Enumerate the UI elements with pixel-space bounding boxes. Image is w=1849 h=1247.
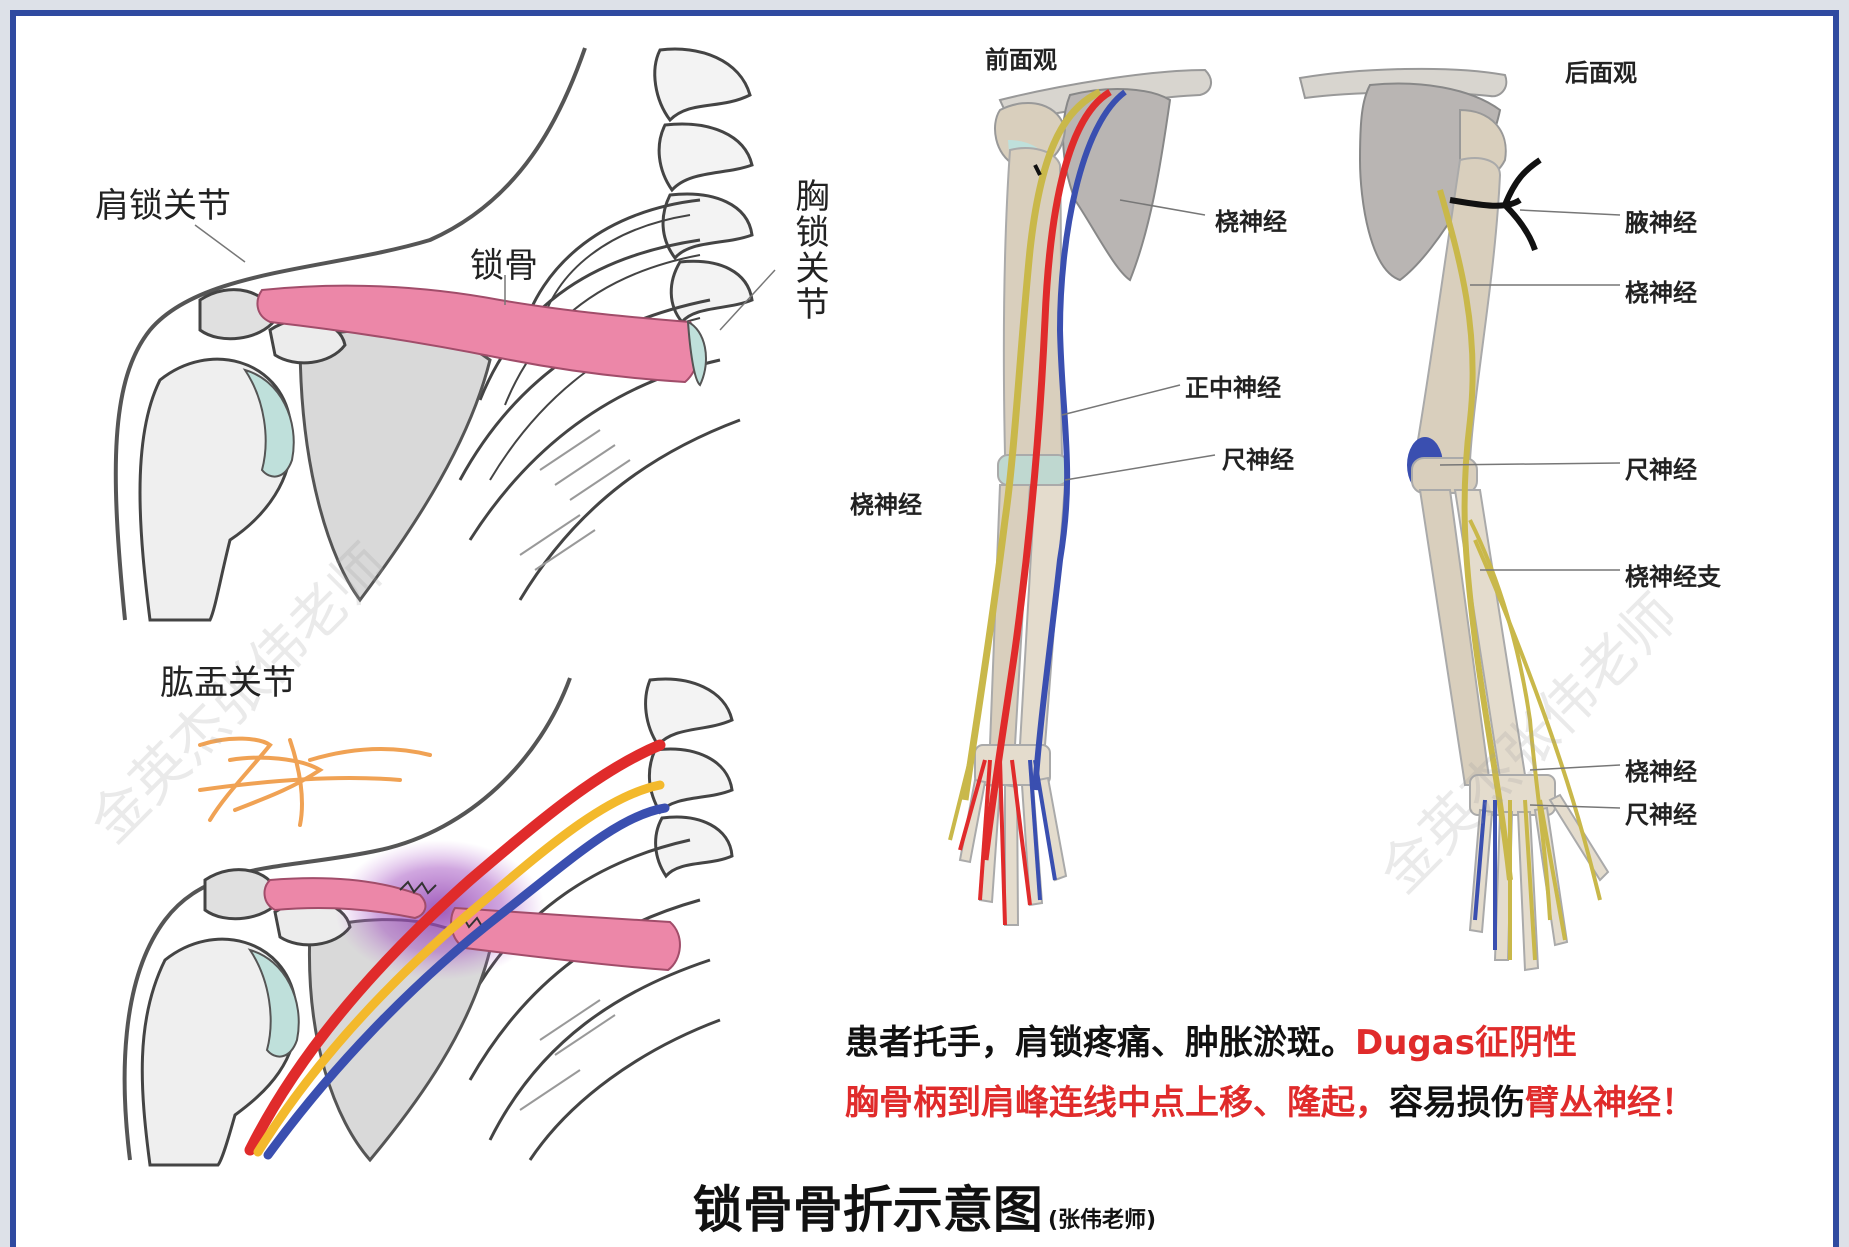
caption-easily-injure: 容易损伤: [1389, 1083, 1525, 1123]
front-view-title: 前面观: [985, 40, 1057, 75]
caption-symptoms: 患者托手，肩锁疼痛、肿胀淤斑。: [845, 1023, 1355, 1063]
caption-brachial-plexus: 臂丛神经！: [1525, 1083, 1695, 1123]
figure-title-main: 锁骨骨折示意图: [693, 1181, 1043, 1239]
label-gh-joint: 肱盂关节: [160, 655, 296, 704]
back-label-ulnar: 尺神经: [1625, 450, 1697, 485]
front-label-radial-left: 桡神经: [850, 485, 922, 520]
caption-line-2: 胸骨柄到肩峰连线中点上移、隆起，容易损伤臂丛神经！: [845, 1075, 1695, 1124]
front-label-radial-top: 桡神经: [1215, 202, 1287, 237]
label-ac-joint: 肩锁关节: [95, 178, 231, 227]
label-sc-joint: 胸锁关节: [785, 178, 834, 322]
caption-line-1: 患者托手，肩锁疼痛、肿胀淤斑。Dugas征阴性: [845, 1015, 1577, 1064]
label-clavicle: 锁骨: [470, 238, 538, 287]
front-view-arm: [950, 70, 1215, 925]
spine-bottom: [646, 679, 732, 876]
spine: [655, 49, 752, 322]
back-label-radial-hand: 桡神经: [1625, 752, 1697, 787]
shoulder-panel-top: [116, 48, 775, 620]
leader-ac: [195, 225, 245, 262]
back-label-radial-branch: 桡神经支: [1625, 557, 1721, 592]
figure-title-author: (张伟老师): [1048, 1208, 1156, 1233]
back-label-ulnar-hand: 尺神经: [1625, 795, 1697, 830]
front-label-ulnar: 尺神经: [1222, 440, 1294, 475]
signature: [200, 739, 430, 825]
caption-displacement: 胸骨柄到肩峰连线中点上移、隆起，: [845, 1083, 1389, 1123]
front-label-median: 正中神经: [1185, 368, 1281, 403]
caption-dugas: Dugas征阴性: [1355, 1023, 1577, 1063]
rib-shading: [520, 430, 630, 570]
rib-shading-bottom: [520, 1000, 615, 1110]
figure-title: 锁骨骨折示意图 (张伟老师): [0, 1170, 1849, 1242]
back-label-axillary: 腋神经: [1625, 203, 1697, 238]
back-view-title: 后面观: [1565, 53, 1637, 88]
back-label-radial: 桡神经: [1625, 273, 1697, 308]
